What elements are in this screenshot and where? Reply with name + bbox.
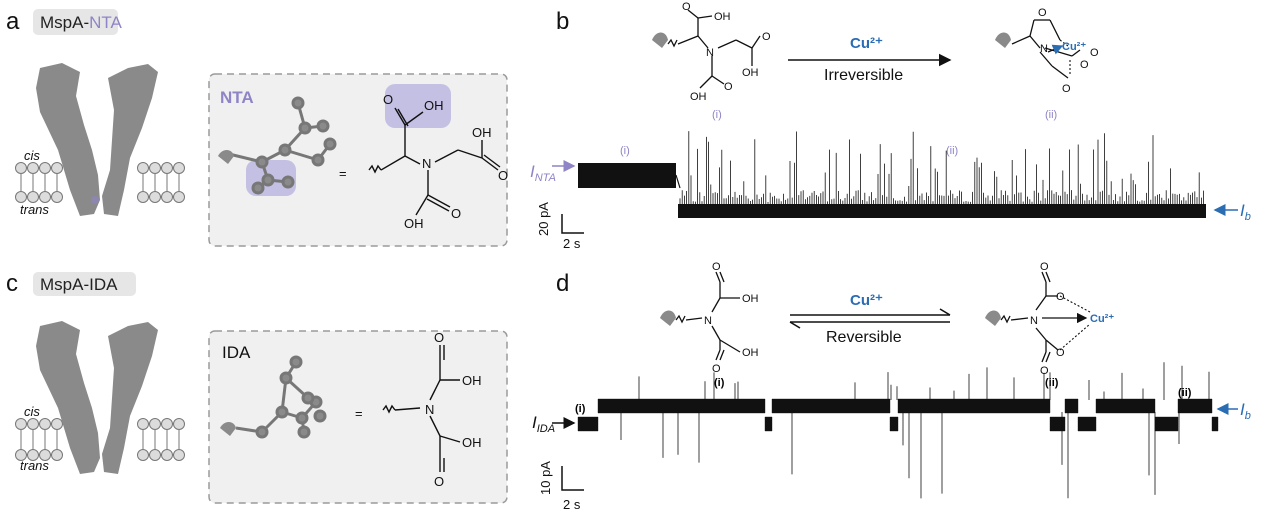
svg-text:O: O: [1090, 47, 1099, 59]
svg-text:O: O: [434, 330, 444, 345]
svg-text:20 pA: 20 pA: [536, 202, 551, 236]
svg-text:OH: OH: [424, 98, 444, 113]
panel-d-equilibrium-arrows: [789, 308, 951, 329]
trace-d-level-label: IIDA: [532, 413, 555, 435]
trace-b-label-i: (i): [620, 145, 630, 157]
panel-b-cu-complex: O N Cu²⁺ O O O (ii): [995, 7, 1099, 121]
svg-text:Cu²⁺: Cu²⁺: [1062, 41, 1086, 53]
trace-d-base-label: Ib: [1240, 400, 1251, 422]
pore-wall-right: [102, 64, 158, 216]
panel-d-label-ii: (ii): [1045, 377, 1059, 389]
panel-d-arrow-label: Reversible: [826, 329, 902, 346]
nta-equals: =: [339, 166, 347, 181]
svg-text:OH: OH: [690, 91, 707, 103]
cis-label: cis: [24, 148, 40, 163]
nta-adapter-marker: [91, 196, 99, 204]
svg-text:O: O: [1080, 59, 1089, 71]
ida-equals: =: [355, 406, 363, 421]
svg-text:O: O: [451, 206, 461, 221]
trans-label: trans: [20, 202, 49, 217]
svg-text:O: O: [1040, 261, 1049, 273]
svg-text:Cu²⁺: Cu²⁺: [1090, 313, 1114, 325]
panel-a-letter: a: [6, 8, 20, 35]
panel-b-label-i: (i): [712, 109, 722, 121]
svg-text:O: O: [1038, 7, 1047, 19]
panel-b-arrow-label: Irreversible: [824, 67, 903, 84]
nta-structure: O OH N OH O OH O: [368, 84, 508, 231]
svg-text:O: O: [682, 1, 691, 13]
svg-text:OH: OH: [462, 373, 482, 388]
cis-label-c: cis: [24, 404, 40, 419]
svg-text:OH: OH: [462, 435, 482, 450]
trace-b-label-ii: (ii): [946, 145, 958, 157]
panel-d-cu-complex: N O O O O Cu²⁺ (ii): [985, 261, 1114, 389]
svg-text:O: O: [712, 261, 721, 273]
panel-d-label-i: (i): [714, 377, 725, 389]
panel-d-cu-label: Cu²⁺: [850, 292, 883, 309]
nta-ball-stick-model: [218, 96, 337, 196]
panel-d-ida-structure: N O OH O OH (i): [660, 261, 759, 389]
pore-wall-left: [36, 63, 100, 216]
svg-text:O: O: [434, 474, 444, 489]
panel-b-letter: b: [556, 8, 569, 35]
svg-text:10 pA: 10 pA: [538, 461, 553, 495]
panel-c-letter: c: [6, 270, 18, 297]
trace-b-base-label: Ib: [1240, 201, 1251, 223]
panel-b-nta-structure: O OH N O OH OH O (i): [652, 1, 771, 121]
svg-text:OH: OH: [404, 216, 424, 231]
pore-wall-right-c: [102, 322, 158, 474]
svg-text:OH: OH: [714, 11, 731, 23]
svg-text:2 s: 2 s: [563, 497, 581, 512]
current-trace-d: [577, 362, 1219, 499]
lipid-bilayer-left-c: [15, 418, 63, 461]
svg-text:N: N: [704, 315, 712, 327]
trans-label-c: trans: [20, 458, 49, 473]
scale-bar-b: 20 pA 2 s: [536, 202, 584, 251]
current-trace-b: [578, 131, 1206, 218]
panel-d-letter: d: [556, 270, 569, 297]
svg-text:OH: OH: [742, 293, 759, 305]
panel-a-tag: MspA-NTA: [40, 13, 123, 32]
ida-box-title: IDA: [222, 343, 251, 362]
nta-box-title: NTA: [220, 88, 254, 107]
ida-ball-stick-model: [220, 355, 327, 439]
panel-b-label-ii: (ii): [1045, 109, 1057, 121]
svg-text:O: O: [1056, 291, 1065, 303]
panel-a: a MspA-NTA cis trans NTA: [6, 8, 508, 247]
trace-d-label-i: (i): [575, 403, 586, 415]
lipid-bilayer-left: [15, 162, 63, 203]
trace-d-label-ii: (ii): [1178, 387, 1192, 399]
svg-text:N: N: [1030, 315, 1038, 327]
svg-text:O: O: [762, 31, 771, 43]
svg-text:N: N: [422, 156, 431, 171]
svg-text:OH: OH: [742, 347, 759, 359]
panel-b: b O OH N O OH OH O (i) Cu²⁺ Irr: [530, 1, 1251, 251]
svg-text:O: O: [383, 92, 393, 107]
svg-text:N: N: [1040, 43, 1048, 55]
svg-text:O: O: [498, 168, 508, 183]
ida-structure: N O OH O OH: [382, 330, 482, 489]
panel-c: c MspA-IDA cis trans IDA =: [6, 270, 508, 504]
svg-text:OH: OH: [742, 67, 759, 79]
lipid-bilayer-right-c: [137, 418, 185, 461]
panel-d: d N O OH O OH (i) Cu²⁺ Revers: [532, 261, 1251, 512]
panel-c-tag-bg: [33, 272, 136, 296]
svg-text:O: O: [1062, 83, 1071, 95]
svg-text:N: N: [425, 402, 434, 417]
lipid-bilayer-right: [137, 162, 185, 203]
svg-text:O: O: [1056, 347, 1065, 359]
pore-wall-left-c: [36, 321, 100, 474]
svg-text:O: O: [712, 363, 721, 375]
svg-text:O: O: [1040, 365, 1049, 377]
panel-b-cu-label: Cu²⁺: [850, 35, 883, 52]
scale-bar-d: 10 pA 2 s: [538, 461, 584, 512]
trace-b-level-label: INTA: [530, 162, 556, 184]
svg-text:N: N: [706, 47, 714, 59]
panel-a-tag-bg: [33, 9, 118, 35]
svg-text:OH: OH: [472, 125, 492, 140]
svg-text:2 s: 2 s: [563, 236, 581, 251]
panel-c-tag: MspA-IDA: [40, 275, 118, 294]
svg-text:O: O: [724, 81, 733, 93]
